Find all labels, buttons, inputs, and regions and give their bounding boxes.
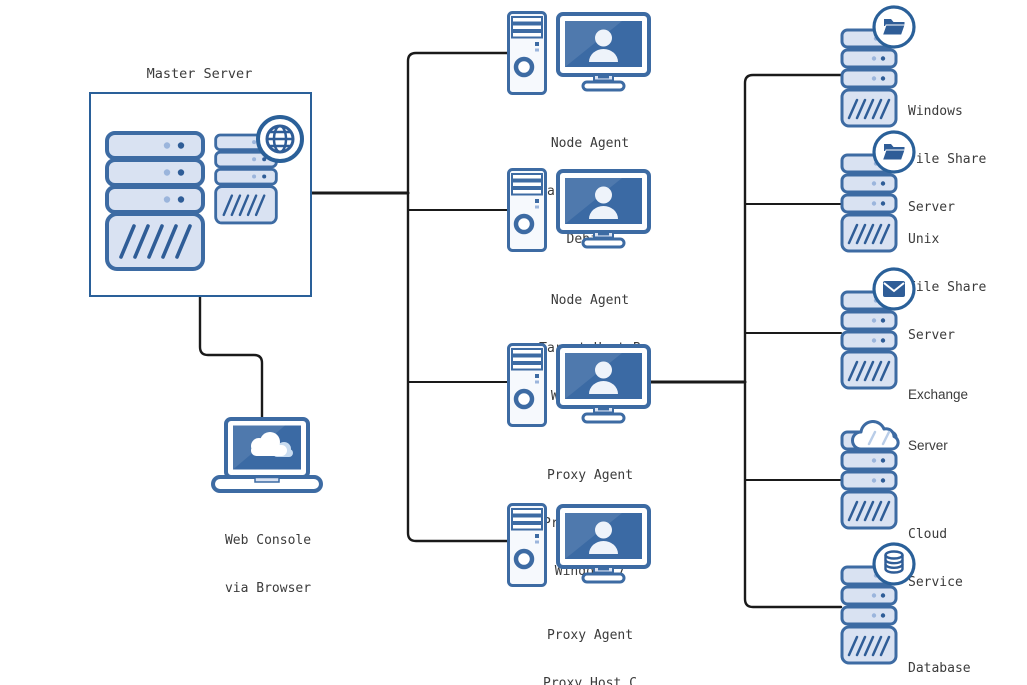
- master-server-icon: [105, 130, 205, 272]
- tower-pc-icon: [507, 343, 547, 427]
- database-icon: [871, 541, 917, 587]
- envelope-icon: [871, 266, 917, 312]
- cloud-icon: [848, 418, 912, 454]
- monitor-user-icon: [556, 504, 651, 588]
- master-server-box: [89, 92, 312, 297]
- cloud-service-label: Cloud Service: [908, 527, 963, 590]
- monitor-user-icon: [556, 344, 651, 428]
- unix-file-share-label: Unix File Share Server: [908, 232, 987, 343]
- monitor-user-icon: [556, 12, 651, 96]
- web-console-label: Web Console via Browser: [224, 533, 312, 596]
- tower-pc-icon: [507, 11, 547, 95]
- wire-left-trunk: [406, 51, 509, 543]
- wire-right-trunk: [743, 73, 843, 609]
- host-d-label: Proxy Agent Proxy Host C Red Hat: [543, 628, 637, 685]
- globe-icon: [255, 114, 305, 164]
- wire-master-to-console: [198, 293, 264, 420]
- windows-file-share-label: Windows File Share Server: [908, 104, 987, 215]
- tower-pc-icon: [507, 168, 547, 252]
- exchange-server-label: Exchange Server: [908, 387, 969, 453]
- database-server-label: Database Server: [908, 661, 971, 676]
- open-folder-icon: [871, 129, 917, 175]
- monitor-user-icon: [556, 169, 651, 253]
- web-console-laptop-icon: [211, 417, 323, 495]
- master-server-title: Master Server: [146, 66, 253, 82]
- open-folder-icon: [871, 4, 917, 50]
- tower-pc-icon: [507, 503, 547, 587]
